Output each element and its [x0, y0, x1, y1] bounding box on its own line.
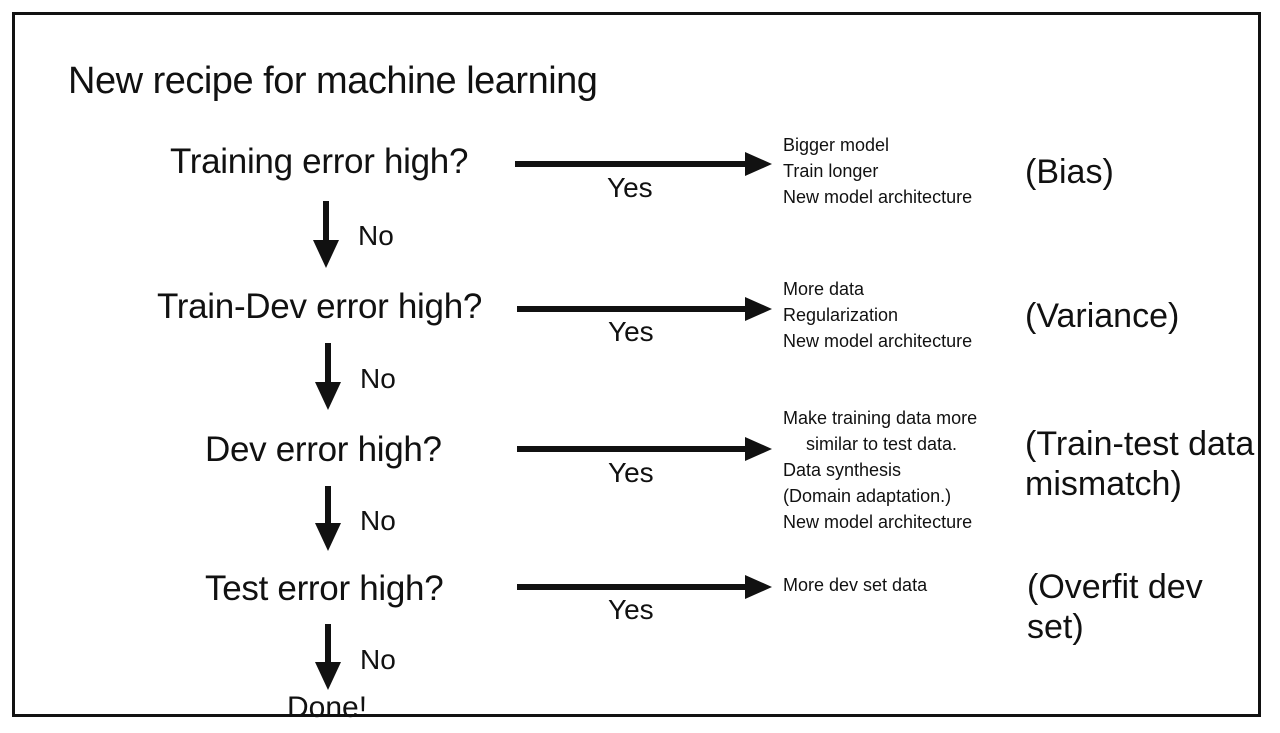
action-item: (Domain adaptation.): [783, 486, 952, 506]
actions-overfit: More dev set data: [783, 572, 927, 598]
no-arrow-1-head: [313, 240, 339, 268]
yes-arrow-4-head: [745, 575, 772, 599]
action-item: Regularization: [783, 305, 899, 325]
question-train-dev-error: Train-Dev error high?: [157, 287, 483, 326]
no-arrow-2-head: [315, 382, 341, 410]
done-label: Done!: [287, 691, 368, 724]
yes-label-4: Yes: [608, 594, 654, 625]
action-item: Train longer: [783, 161, 879, 181]
yes-label-3: Yes: [608, 457, 654, 488]
action-item: Make training data more: [783, 408, 978, 428]
action-item: New model architecture: [783, 512, 973, 532]
question-training-error: Training error high?: [170, 142, 469, 181]
tag-bias: (Bias): [1025, 152, 1114, 192]
yes-label-1: Yes: [607, 172, 653, 203]
yes-arrow-2-head: [745, 297, 772, 321]
no-label-2: No: [360, 363, 396, 394]
actions-mismatch: Make training data more similar to test …: [783, 405, 977, 535]
action-item: similar to test data.: [806, 434, 958, 454]
action-item: More data: [783, 279, 865, 299]
action-item: More dev set data: [783, 575, 928, 595]
no-arrow-3-head: [315, 523, 341, 551]
no-arrow-4-head: [315, 662, 341, 690]
action-item: Data synthesis: [783, 460, 902, 480]
tag-line: (Overfit dev: [1027, 568, 1203, 606]
diagram-frame: [12, 12, 1261, 717]
yes-arrow-3-head: [745, 437, 772, 461]
question-dev-error: Dev error high?: [205, 430, 442, 469]
tag-line: (Bias): [1025, 153, 1114, 191]
tag-line: set): [1027, 608, 1084, 646]
no-label-1: No: [358, 220, 394, 251]
actions-bias: Bigger model Train longer New model arch…: [783, 132, 972, 210]
action-item: New model architecture: [783, 187, 973, 207]
tag-line: mismatch): [1025, 465, 1182, 503]
no-label-3: No: [360, 505, 396, 536]
question-test-error: Test error high?: [205, 569, 444, 608]
tag-line: (Variance): [1025, 297, 1180, 335]
tag-mismatch: (Train-test data mismatch): [1025, 424, 1254, 504]
action-item: New model architecture: [783, 331, 973, 351]
no-label-4: No: [360, 644, 396, 675]
actions-variance: More data Regularization New model archi…: [783, 276, 972, 354]
tag-variance: (Variance): [1025, 296, 1179, 336]
yes-label-2: Yes: [608, 316, 654, 347]
tag-line: (Train-test data: [1025, 425, 1255, 463]
tag-overfit: (Overfit dev set): [1027, 567, 1203, 647]
diagram-title: New recipe for machine learning: [68, 60, 598, 102]
action-item: Bigger model: [783, 135, 890, 155]
yes-arrow-1-head: [745, 152, 772, 176]
